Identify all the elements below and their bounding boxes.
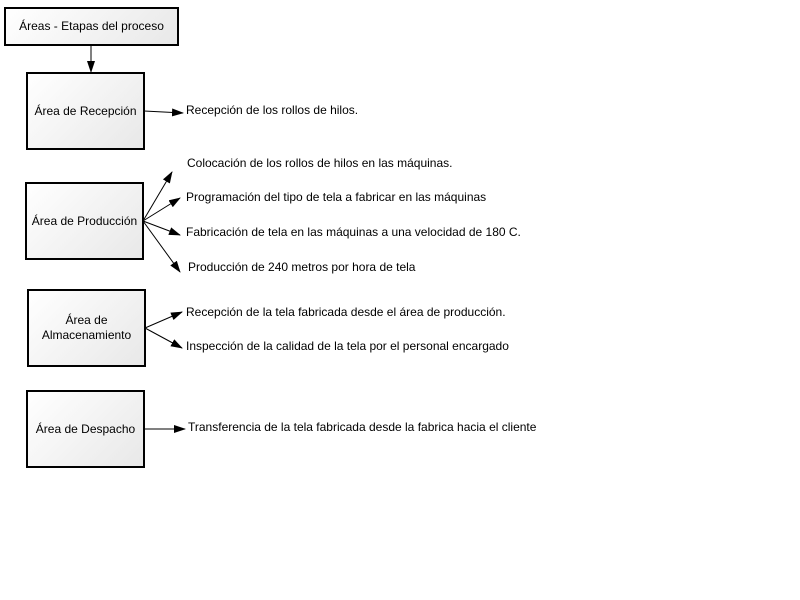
arrow-produccion-3 — [142, 220, 181, 236]
arrow-recepcion — [143, 108, 184, 117]
step-label: Fabricación de tela en las máquinas a un… — [186, 225, 521, 239]
step-label: Producción de 240 metros por hora de tel… — [188, 260, 416, 274]
step-label: Inspección de la calidad de la tela por … — [186, 339, 509, 353]
area-produccion-box: Área de Producción — [25, 182, 144, 260]
step-label: Colocación de los rollos de hilos en las… — [187, 156, 453, 170]
title-box: Áreas - Etapas del proceso — [4, 7, 179, 46]
step-label: Programación del tipo de tela a fabricar… — [186, 190, 487, 204]
step-label: Recepción de los rollos de hilos. — [186, 103, 359, 117]
step-label: Recepción de la tela fabricada desde el … — [186, 305, 506, 319]
arrow-almacenamiento-2 — [144, 327, 183, 349]
area-recepcion-box: Área de Recepción — [26, 72, 145, 150]
arrow-almacenamiento-1 — [144, 311, 183, 329]
arrow-produccion-4 — [142, 220, 181, 273]
area-despacho-box: Área de Despacho — [26, 390, 145, 468]
arrow-produccion-2 — [142, 197, 181, 222]
step-label: Transferencia de la tela fabricada desde… — [188, 420, 537, 434]
arrow-produccion-1 — [142, 171, 173, 222]
area-almacenamiento-box: Área de Almacenamiento — [27, 289, 146, 367]
